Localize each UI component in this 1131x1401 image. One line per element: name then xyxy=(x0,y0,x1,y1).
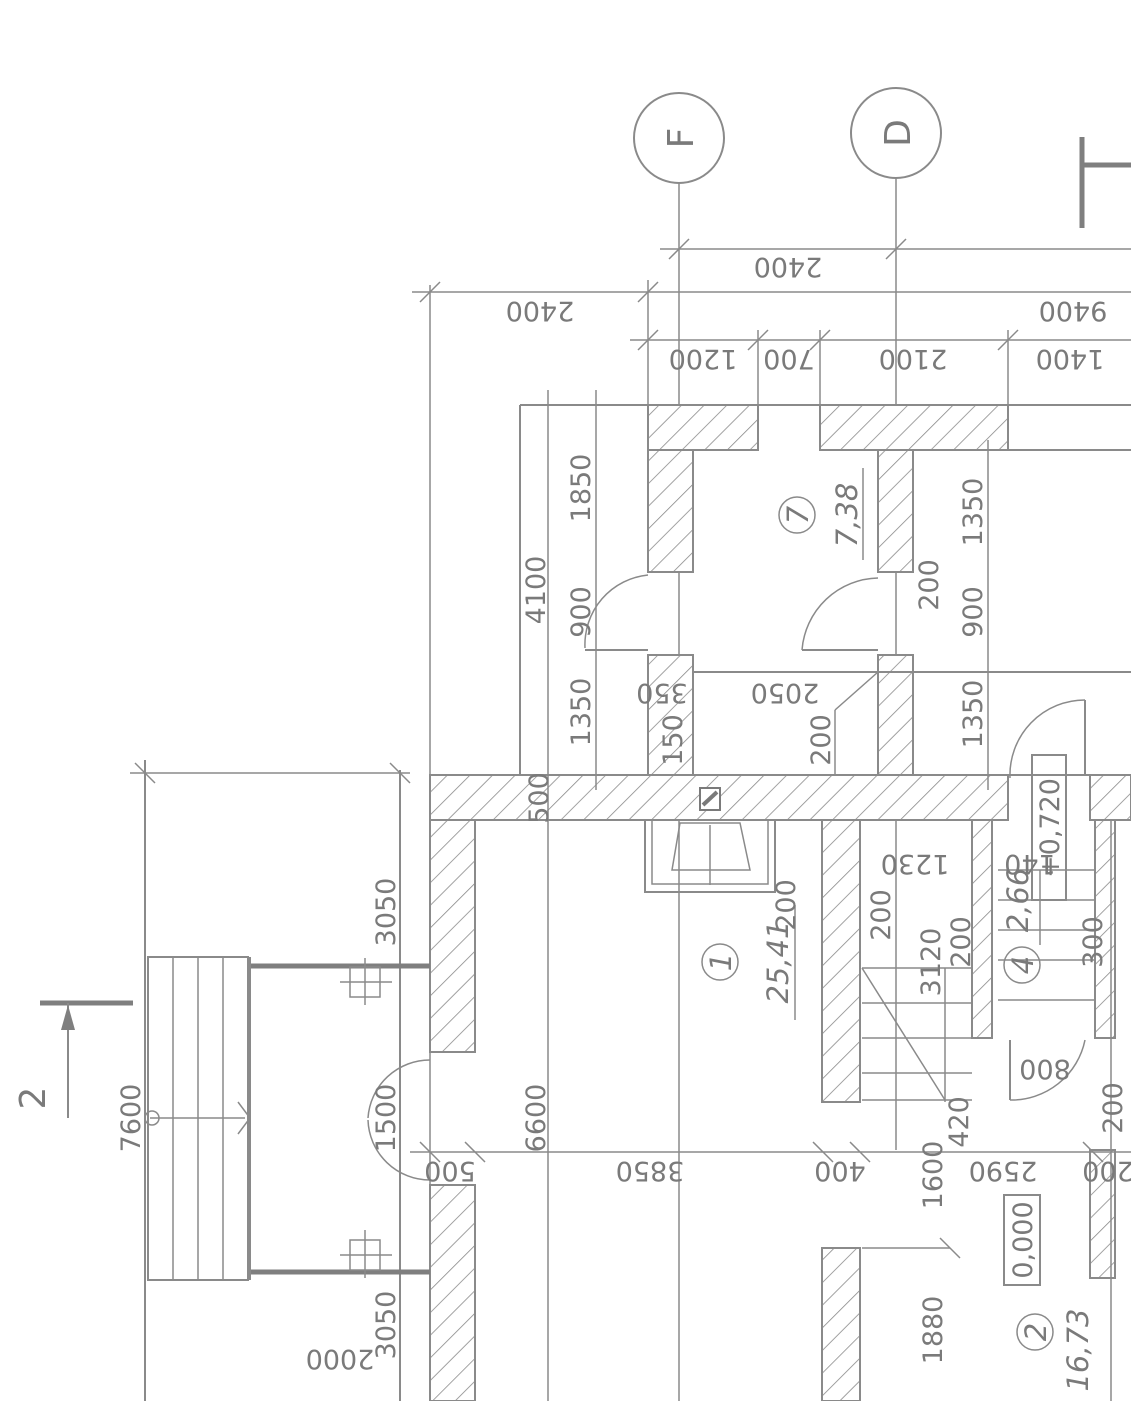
svg-text:1850: 1850 xyxy=(566,454,597,523)
svg-text:200: 200 xyxy=(1098,1082,1129,1134)
svg-text:1230: 1230 xyxy=(881,848,950,879)
dimension-chain-top: 2400 2400 9400 1200 700 2100 1400 xyxy=(412,238,1131,1401)
room-tag-2: 2 16,73 xyxy=(1016,1308,1095,1392)
svg-text:7600: 7600 xyxy=(116,1084,147,1153)
svg-text:1200: 1200 xyxy=(669,343,738,374)
svg-text:2400: 2400 xyxy=(754,251,823,282)
dimension-labels: 1850 4100 900 1350 1350 200 900 1350 350… xyxy=(116,454,1131,1374)
svg-text:2590: 2590 xyxy=(969,1155,1038,1186)
svg-text:2: 2 xyxy=(13,1087,54,1110)
section-cut-marker-top xyxy=(1079,137,1131,228)
level-mark-ground: 0,000 xyxy=(1003,1194,1041,1286)
svg-text:1880: 1880 xyxy=(918,1296,949,1365)
svg-text:2400: 2400 xyxy=(506,295,575,326)
svg-text:200: 200 xyxy=(806,714,837,766)
svg-text:1600: 1600 xyxy=(918,1141,949,1210)
svg-text:500: 500 xyxy=(524,772,555,824)
room-tag-7: 7 7,38 xyxy=(778,468,864,560)
svg-text:1400: 1400 xyxy=(1036,343,1105,374)
level-mark-upper: +0,720 xyxy=(1031,754,1067,901)
svg-text:+0,720: +0,720 xyxy=(1035,778,1066,878)
svg-text:420: 420 xyxy=(944,1096,975,1148)
room-tag-1: 1 25,41 xyxy=(701,905,796,1020)
svg-text:1350: 1350 xyxy=(958,478,989,547)
walls xyxy=(429,404,1131,1401)
svg-text:200: 200 xyxy=(914,559,945,611)
svg-text:900: 900 xyxy=(566,586,597,638)
stove xyxy=(644,787,776,893)
svg-text:300: 300 xyxy=(1078,916,1109,968)
svg-text:2,66: 2,66 xyxy=(1001,868,1035,933)
svg-text:500: 500 xyxy=(424,1155,476,1186)
plan-lines xyxy=(130,390,1131,1401)
svg-text:200: 200 xyxy=(771,879,802,931)
door-swings xyxy=(367,574,1086,1181)
svg-text:200: 200 xyxy=(1082,1155,1131,1186)
svg-text:D: D xyxy=(878,119,919,147)
svg-text:900: 900 xyxy=(958,586,989,638)
svg-text:350: 350 xyxy=(636,677,688,708)
svg-text:3120: 3120 xyxy=(916,928,947,997)
svg-text:3850: 3850 xyxy=(616,1155,685,1186)
section-cut-marker-2: 2 xyxy=(13,1000,133,1118)
svg-text:150: 150 xyxy=(658,714,689,766)
svg-text:1350: 1350 xyxy=(566,678,597,747)
svg-text:4100: 4100 xyxy=(521,556,552,625)
svg-text:200: 200 xyxy=(946,916,977,968)
svg-text:1500: 1500 xyxy=(371,1084,402,1153)
svg-text:0,000: 0,000 xyxy=(1008,1201,1039,1278)
svg-text:F: F xyxy=(661,128,702,149)
svg-text:9400: 9400 xyxy=(1039,295,1108,326)
room-tag-4: 4 2,66 xyxy=(1001,868,1041,984)
svg-text:2050: 2050 xyxy=(751,677,820,708)
svg-text:6600: 6600 xyxy=(521,1084,552,1153)
svg-text:2100: 2100 xyxy=(879,343,948,374)
svg-text:16,73: 16,73 xyxy=(1061,1308,1095,1391)
svg-text:700: 700 xyxy=(763,343,815,374)
svg-text:1: 1 xyxy=(704,953,738,971)
svg-text:3050: 3050 xyxy=(371,878,402,947)
entrance-porch xyxy=(144,956,430,1281)
svg-text:25,41: 25,41 xyxy=(761,920,795,1003)
svg-text:200: 200 xyxy=(866,889,897,941)
svg-text:4: 4 xyxy=(1006,956,1040,974)
svg-text:7,38: 7,38 xyxy=(830,483,864,548)
svg-text:3050: 3050 xyxy=(371,1291,402,1360)
svg-text:1350: 1350 xyxy=(958,680,989,749)
svg-text:140: 140 xyxy=(1004,848,1056,879)
svg-text:800: 800 xyxy=(1019,1053,1071,1084)
staircase xyxy=(861,869,1095,1102)
svg-text:2: 2 xyxy=(1019,1323,1053,1341)
svg-text:2000: 2000 xyxy=(306,1343,375,1374)
svg-text:7: 7 xyxy=(781,505,815,524)
svg-text:400: 400 xyxy=(814,1155,866,1186)
